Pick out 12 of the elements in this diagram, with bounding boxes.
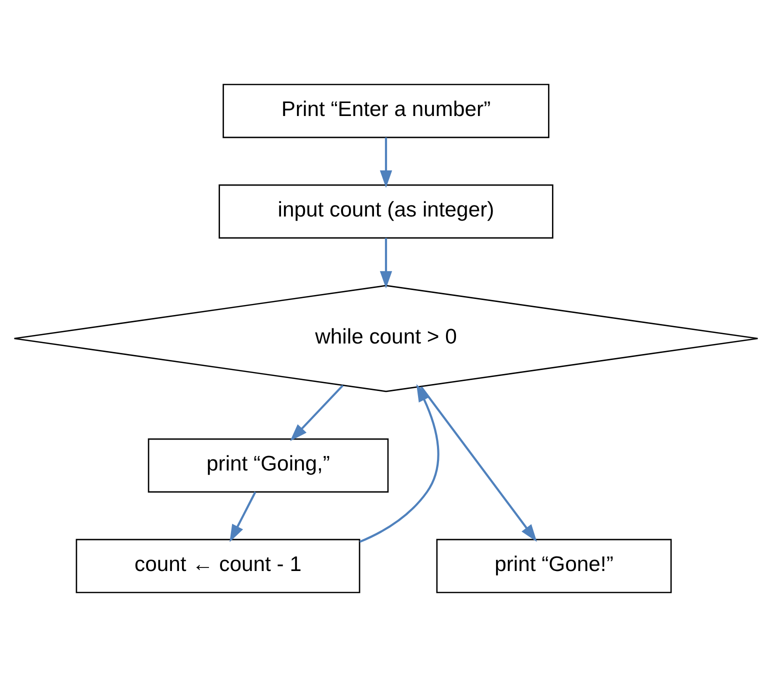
arrow <box>290 384 344 442</box>
node-box: input count (as integer) <box>218 184 553 239</box>
node-box: print “Gone!” <box>436 538 672 594</box>
arrow <box>229 492 256 542</box>
node-box: count ← count - 1 <box>75 538 360 594</box>
node-diamond: while count > 0 <box>13 284 758 392</box>
arrow <box>358 384 439 543</box>
arrow <box>379 138 392 188</box>
arrow <box>420 386 536 542</box>
arrow <box>379 238 392 289</box>
node-box: print “Going,” <box>147 438 388 493</box>
node-box: Print “Enter a number” <box>222 84 549 138</box>
